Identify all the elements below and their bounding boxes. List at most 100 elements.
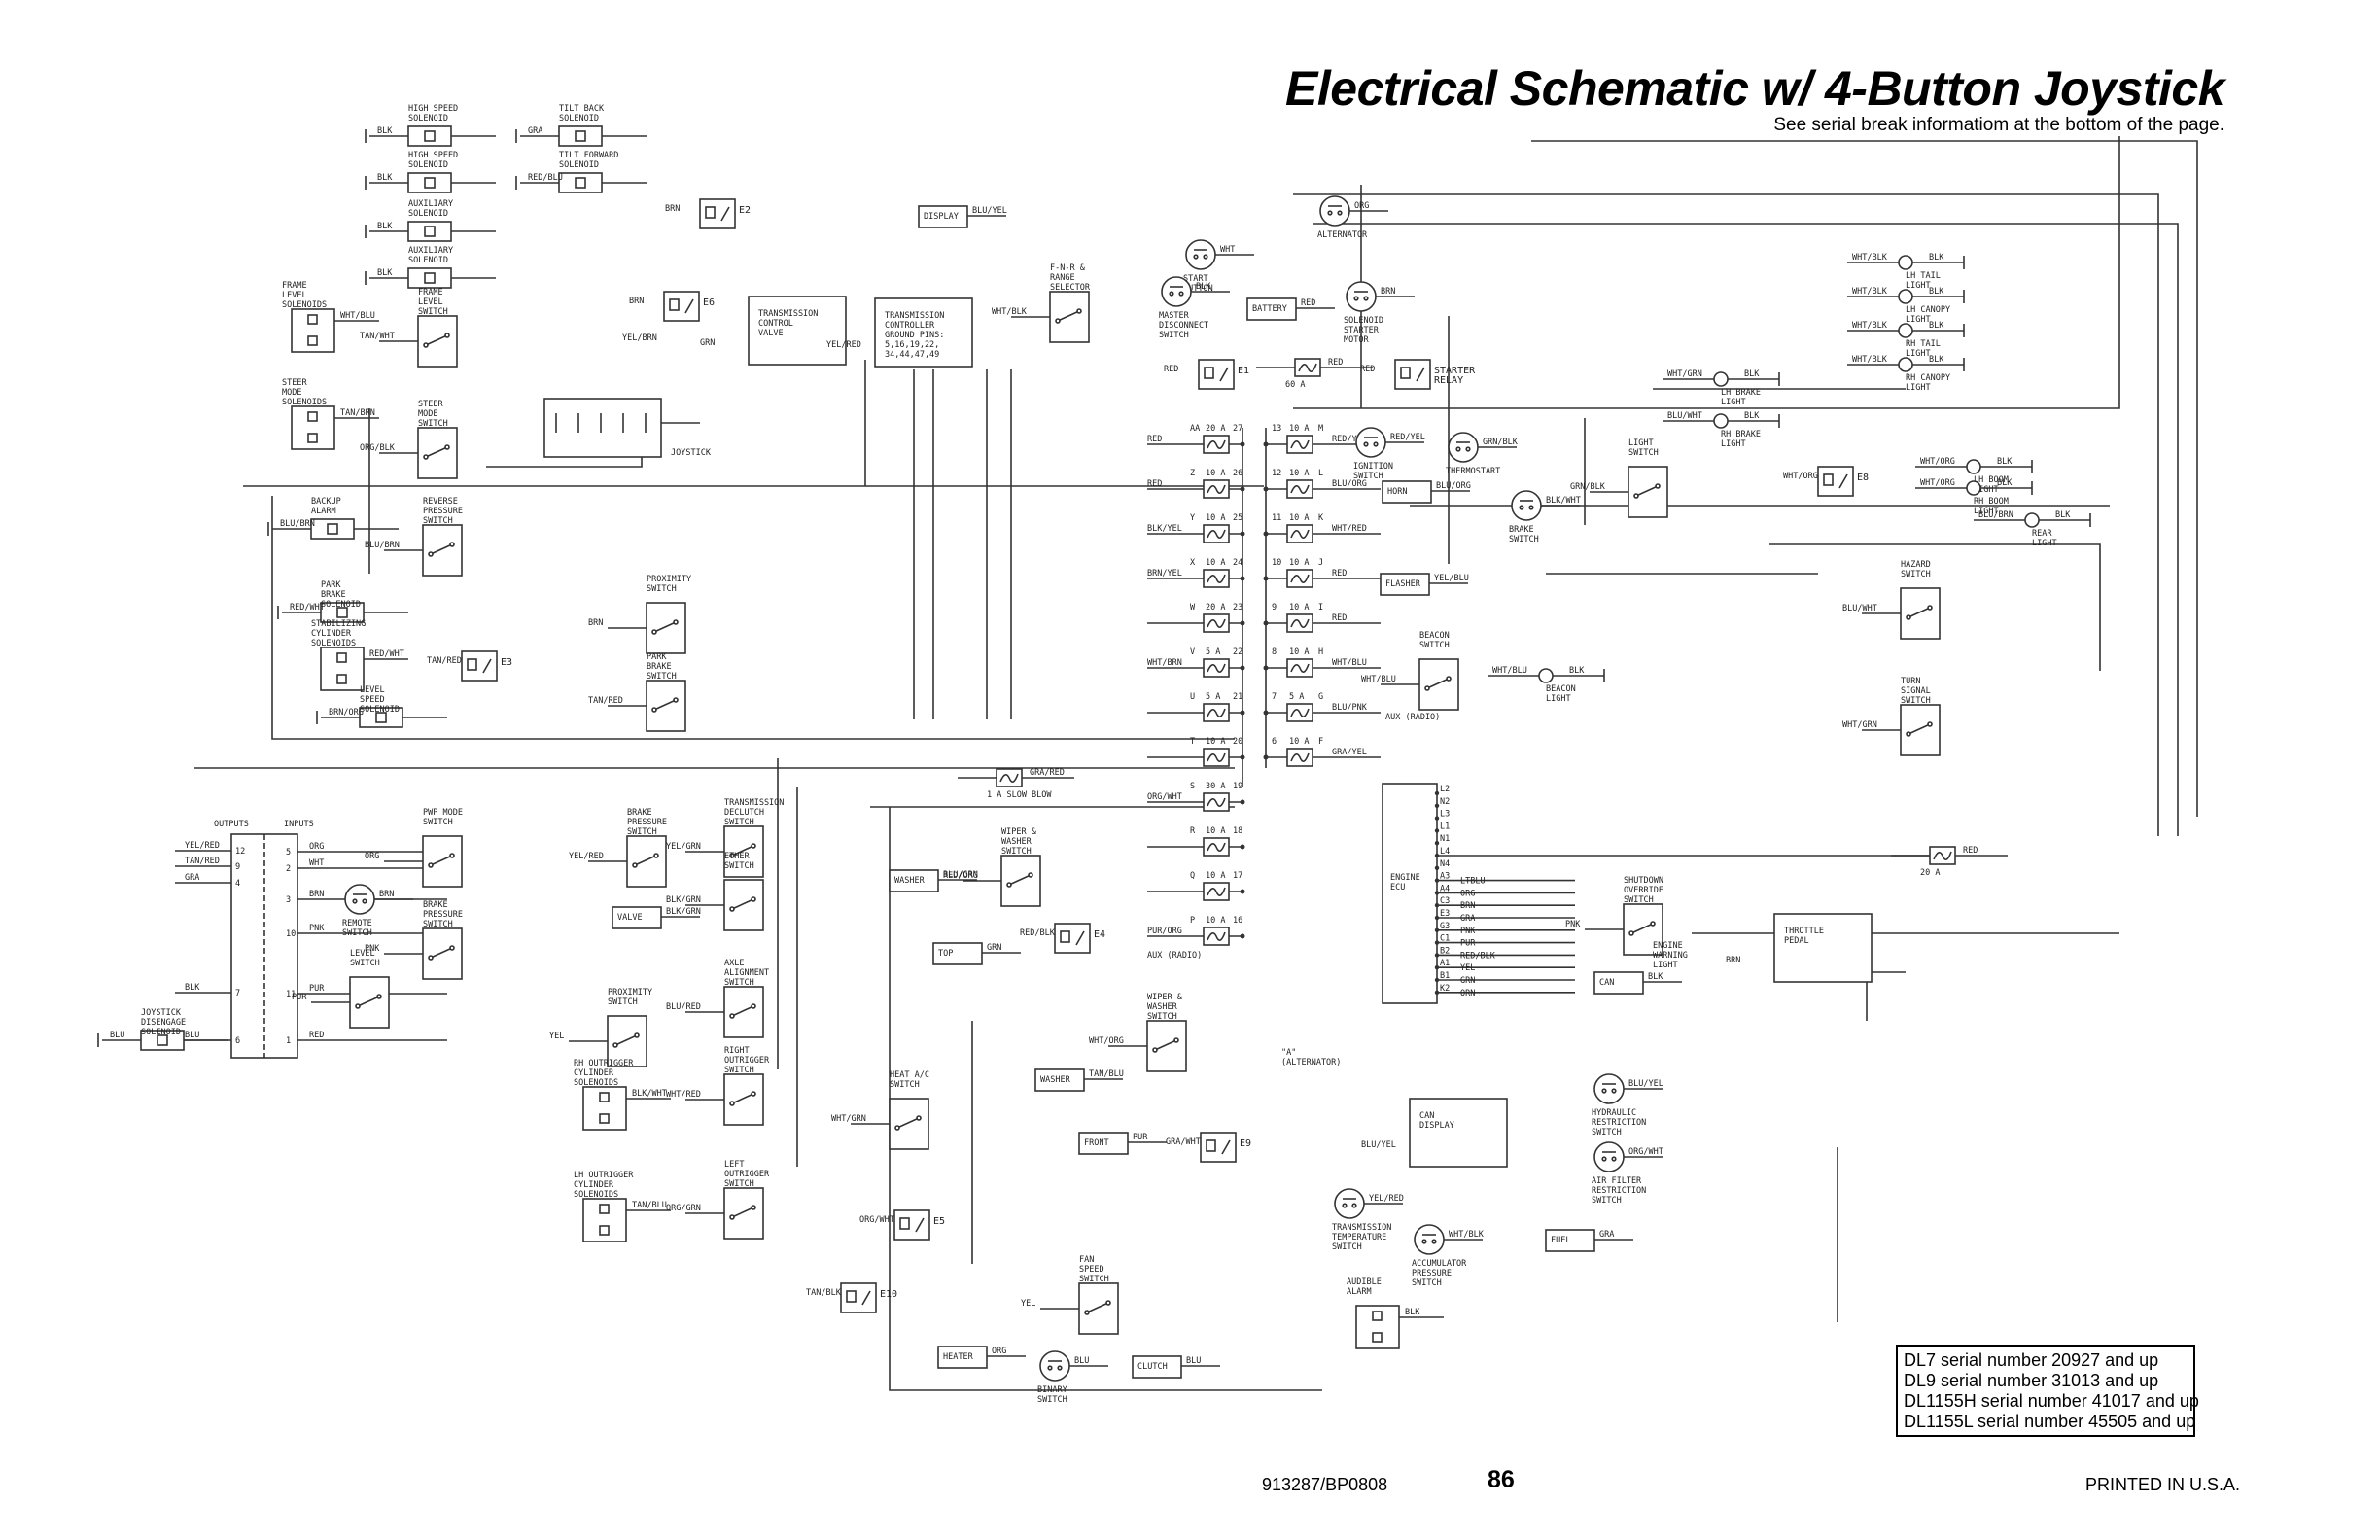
wire-color-label: WHT/GRN xyxy=(831,1114,866,1124)
component-label-line: LIGHT xyxy=(2032,539,2057,548)
component-label-line: LEVEL xyxy=(350,949,375,959)
component-label-line: CYLINDER xyxy=(311,629,352,639)
switch-contact-icon xyxy=(1086,1302,1109,1313)
contact-node xyxy=(612,1042,618,1048)
fuse-Q-fuse-icon xyxy=(1207,887,1226,896)
switch-contact-icon xyxy=(1154,1039,1177,1051)
relay-label: E8 xyxy=(1857,472,1869,483)
component-label-line: LIGHT xyxy=(1906,383,1931,393)
component-label-line: 5,16,19,22, xyxy=(885,340,939,350)
component-label-line: 60 A xyxy=(1285,380,1305,390)
fuse-rating-label-line: 10 A xyxy=(1289,424,1309,434)
wire-color-label-line: WHT/GRN xyxy=(1667,369,1702,379)
wire-color-label-line: BRN xyxy=(1726,956,1740,965)
wire-color-label: GRN xyxy=(700,338,715,348)
component-label-line: WARNING xyxy=(1653,951,1688,961)
fuse-pin-label-line: F xyxy=(1318,737,1323,747)
fuse-rating-label-line: 10 A xyxy=(1206,916,1225,926)
fuse-rating-label: 10 A xyxy=(1206,558,1225,568)
contact-node xyxy=(751,1205,756,1210)
component-label-line: PROXIMITY xyxy=(608,988,652,998)
wire-color-label: RED xyxy=(1332,569,1347,578)
wire-color-label: GRA xyxy=(528,126,542,136)
processor-input-pin-line: 11 xyxy=(286,990,296,999)
wire-color-label-line: LTBLU xyxy=(1460,877,1486,887)
switch-contact-icon xyxy=(653,699,677,711)
fuse-pin-label: 19 xyxy=(1233,782,1242,791)
wire-color-label: WHT xyxy=(309,858,324,868)
wire-color-label-line: GRN xyxy=(1460,976,1475,986)
fuse-Y-fuse-icon xyxy=(1207,529,1226,539)
wire-color-label: GRN/BLK xyxy=(1570,482,1606,492)
component-label-line: SWITCH xyxy=(1624,895,1654,905)
component-label-line: RANGE xyxy=(1050,273,1075,283)
wire-color-label-line: TAN/BLU xyxy=(632,1201,667,1210)
ecu-pin-label-line: A1 xyxy=(1440,959,1450,968)
switch-body xyxy=(646,602,686,654)
joystick-body xyxy=(543,398,662,458)
contact-node xyxy=(1169,291,1174,297)
fuse-P-fuse-icon xyxy=(1207,931,1226,941)
wire-color-label: WHT/BLU xyxy=(340,311,375,321)
component-label-line: ECU xyxy=(1390,883,1405,892)
wire-color-label-line: RED/WHT xyxy=(290,603,325,612)
wire-color-label: BRN/ORG xyxy=(329,708,364,718)
wire-color-label-line: RED/YEL xyxy=(1390,433,1425,442)
round-device-body xyxy=(1039,1350,1070,1382)
component-label-line: BEACON xyxy=(1546,684,1576,694)
wire-color-label-line: PUR xyxy=(309,984,325,994)
relay-label: E5 xyxy=(933,1216,945,1227)
module-body xyxy=(918,205,968,228)
component-label-line: SOLENOID xyxy=(408,160,448,170)
lamp-icon xyxy=(1898,255,1913,270)
component-label-line: DISCONNECT xyxy=(1159,321,1208,331)
switch-body xyxy=(1900,587,1941,640)
fuse-rating-label-line: 10 A xyxy=(1206,826,1225,836)
contact-node xyxy=(1105,1300,1111,1306)
fuse-pin-label-line: H xyxy=(1318,648,1323,657)
lamp-icon xyxy=(1713,371,1729,387)
wire-color-label: ORG/BLK xyxy=(360,443,396,453)
wire-color-label-line: PUR/ORG xyxy=(1147,927,1182,936)
contact-node xyxy=(729,1214,735,1220)
aux-radio-2: AUX (RADIO) xyxy=(1147,951,1202,961)
component-label-line: STEER xyxy=(282,378,307,388)
component-label-line: SOLENOID xyxy=(559,114,599,123)
wire-color-label: BLK xyxy=(1405,1308,1420,1317)
wire-color-label-line: RED xyxy=(309,1031,324,1040)
wire-color-label: BLK/WHT xyxy=(632,1089,667,1099)
relay-label-line: RELAY xyxy=(1434,375,1463,386)
coil-icon xyxy=(575,177,586,189)
ecu-pin-node xyxy=(1434,990,1440,995)
wire-color-label: YEL xyxy=(1021,1299,1035,1309)
round-device-body xyxy=(1355,427,1386,458)
fuse-position-label: 9 xyxy=(1272,603,1277,612)
wire-color-label: ORG/WHT xyxy=(1628,1147,1663,1157)
component-label: DISPLAY xyxy=(924,212,959,222)
wire-color-label-line: GRA/RED xyxy=(1030,768,1065,778)
contact-node xyxy=(355,1003,361,1009)
component-label-line: ALIGNMENT xyxy=(724,968,769,978)
ecu-pin-node xyxy=(1434,853,1440,858)
relay-label-line: E6 xyxy=(703,298,715,308)
component-label-line: CONTROLLER xyxy=(885,321,935,331)
component-label-line: PEDAL xyxy=(1784,936,1809,946)
